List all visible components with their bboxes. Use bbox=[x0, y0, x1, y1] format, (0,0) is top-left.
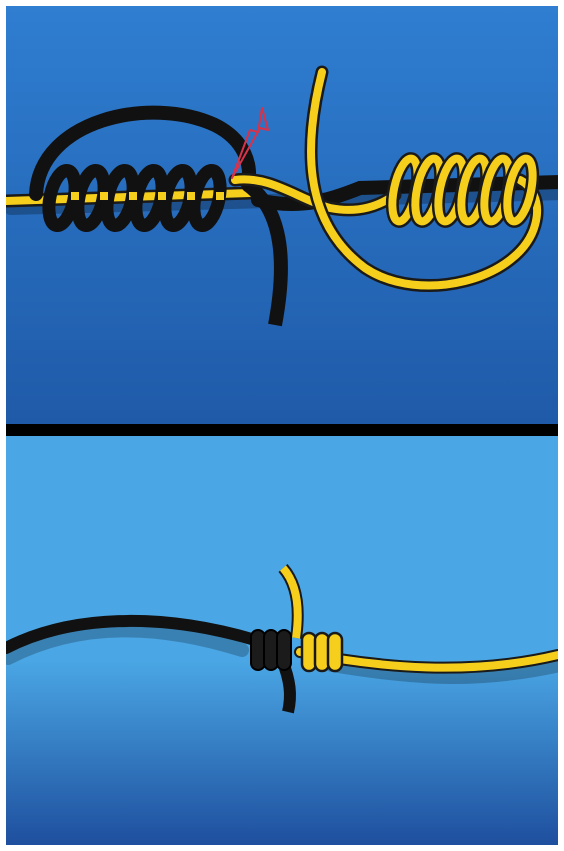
yellow-line-segment bbox=[129, 192, 137, 200]
finished-yellow-wraps bbox=[302, 633, 342, 671]
yellow-line-segment bbox=[100, 192, 108, 200]
yellow-line-segment bbox=[158, 192, 166, 200]
panel-divider bbox=[6, 424, 558, 436]
yellow-line-segment bbox=[216, 192, 224, 200]
finished-black-coil bbox=[277, 630, 291, 670]
finished-black-wraps bbox=[251, 630, 291, 670]
finished-yellow-coil bbox=[328, 633, 342, 671]
yellow-line-segment bbox=[187, 192, 195, 200]
yellow-line-segment bbox=[71, 192, 79, 200]
finished-black-coil bbox=[251, 630, 265, 670]
black-wraps bbox=[44, 168, 224, 228]
finished-black-coil bbox=[264, 630, 278, 670]
